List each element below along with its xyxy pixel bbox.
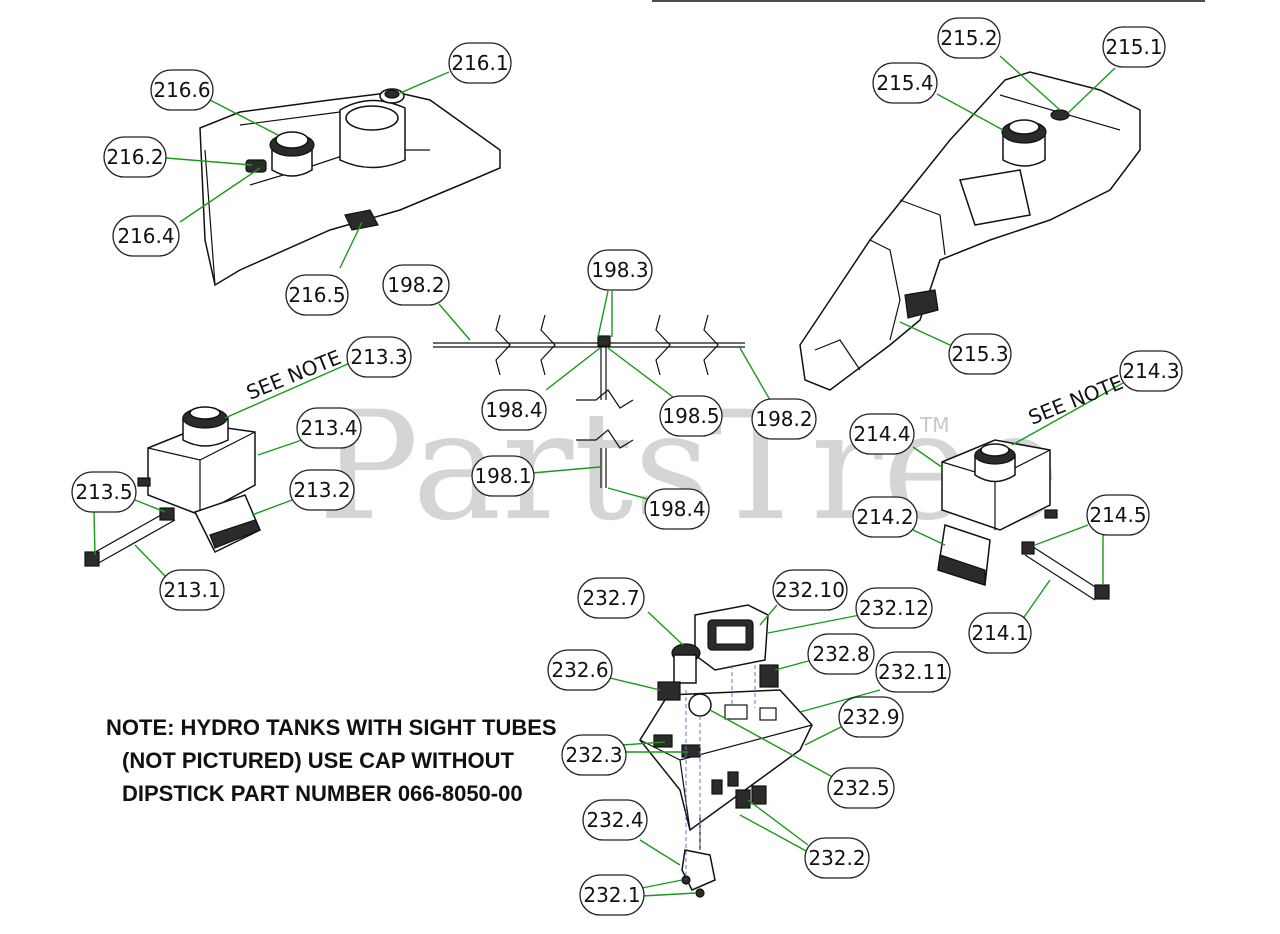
- callout-214-4[interactable]: 214.4: [849, 413, 915, 455]
- callout-label: 213.4: [300, 416, 357, 440]
- callout-198-1[interactable]: 198.1: [471, 455, 535, 497]
- callout-label: 213.2: [293, 478, 350, 502]
- callout-232-9[interactable]: 232.9: [838, 696, 904, 738]
- callout-232-4[interactable]: 232.4: [582, 799, 648, 841]
- callout-198-5[interactable]: 198.5: [659, 395, 723, 437]
- callout-216-2[interactable]: 216.2: [103, 136, 167, 178]
- callout-198-4-a[interactable]: 198.4: [481, 389, 547, 431]
- callout-label: 216.6: [153, 78, 210, 102]
- callout-label: 232.4: [586, 808, 643, 832]
- callout-label: 232.11: [878, 660, 948, 684]
- callout-label: 232.8: [812, 642, 869, 666]
- callout-label: 198.4: [485, 398, 542, 422]
- callout-label: 214.3: [1122, 359, 1179, 383]
- callout-214-2[interactable]: 214.2: [852, 496, 918, 538]
- control-panel-assembly: [639, 604, 813, 898]
- leader-lines: [93, 55, 1124, 897]
- callout-216-4[interactable]: 216.4: [112, 215, 180, 257]
- callout-213-2[interactable]: 213.2: [289, 469, 355, 511]
- note-line-2: (NOT PICTURED) USE CAP WITHOUT: [122, 748, 514, 773]
- callout-label: 215.4: [876, 71, 933, 95]
- callout-198-3[interactable]: 198.3: [587, 249, 653, 291]
- fuel-tank-right: [799, 71, 1141, 391]
- callout-215-1[interactable]: 215.1: [1102, 26, 1166, 68]
- callout-label: 232.1: [583, 883, 640, 907]
- callout-232-2[interactable]: 232.2: [804, 837, 870, 879]
- callout-label: 213.1: [163, 578, 220, 602]
- hydro-tank-right: [937, 439, 1110, 601]
- callout-198-2-a[interactable]: 198.2: [382, 264, 450, 306]
- note-line-1: NOTE: HYDRO TANKS WITH SIGHT TUBES: [106, 715, 557, 740]
- callout-label: 232.6: [551, 658, 608, 682]
- callout-label: 214.4: [853, 422, 910, 446]
- callout-232-6[interactable]: 232.6: [547, 649, 613, 691]
- callout-label: 198.4: [648, 497, 705, 521]
- callout-label: 213.5: [75, 480, 132, 504]
- note-line-3: DIPSTICK PART NUMBER 066-8050-00: [122, 781, 523, 806]
- callout-232-3[interactable]: 232.3: [561, 734, 627, 776]
- watermark-tm: TM: [919, 413, 949, 437]
- callout-label: 232.7: [582, 586, 639, 610]
- callout-label: 213.3: [350, 345, 407, 369]
- callout-214-5[interactable]: 214.5: [1086, 494, 1150, 536]
- callout-bubbles: 216.1 216.6 216.2 216.4 216.5 215.2 215.…: [71, 17, 1183, 916]
- callout-213-3[interactable]: 213.3: [346, 336, 412, 378]
- callout-216-5[interactable]: 216.5: [285, 274, 349, 316]
- callout-label: 232.2: [808, 846, 865, 870]
- callout-215-2[interactable]: 215.2: [937, 17, 1001, 59]
- callout-198-4-b[interactable]: 198.4: [644, 488, 710, 530]
- callout-213-1[interactable]: 213.1: [159, 569, 225, 611]
- callout-232-1[interactable]: 232.1: [579, 874, 645, 916]
- callout-label: 198.2: [755, 407, 812, 431]
- callout-232-8[interactable]: 232.8: [807, 633, 875, 675]
- callout-label: 216.2: [106, 145, 163, 169]
- hydro-tank-left: [84, 406, 261, 567]
- callout-label: 232.12: [859, 596, 929, 620]
- callout-214-1[interactable]: 214.1: [968, 612, 1032, 654]
- callout-label: 216.5: [288, 283, 345, 307]
- hose-assembly: [433, 314, 745, 488]
- callout-label: 232.3: [565, 743, 622, 767]
- callout-label: 214.2: [856, 505, 913, 529]
- callout-label: 232.10: [775, 578, 845, 602]
- callout-198-2-b[interactable]: 198.2: [751, 398, 817, 440]
- callout-label: 214.1: [971, 621, 1028, 645]
- callout-label: 215.3: [951, 342, 1008, 366]
- callout-label: 198.5: [662, 404, 719, 428]
- callout-216-6[interactable]: 216.6: [150, 69, 214, 111]
- note-block: NOTE: HYDRO TANKS WITH SIGHT TUBES (NOT …: [106, 715, 557, 806]
- callout-213-5[interactable]: 213.5: [71, 471, 137, 513]
- callout-213-4[interactable]: 213.4: [296, 407, 362, 449]
- callout-232-12[interactable]: 232.12: [855, 587, 933, 629]
- callout-label: 215.2: [940, 26, 997, 50]
- callout-232-11[interactable]: 232.11: [875, 651, 951, 693]
- callout-label: 216.1: [451, 51, 508, 75]
- callout-label: 215.1: [1105, 35, 1162, 59]
- callout-232-10[interactable]: 232.10: [772, 569, 848, 611]
- callout-label: 232.5: [832, 776, 889, 800]
- callout-label: 216.4: [117, 224, 174, 248]
- callout-label: 198.3: [591, 258, 648, 282]
- callout-215-3[interactable]: 215.3: [948, 333, 1012, 375]
- callout-label: 232.9: [842, 705, 899, 729]
- fuel-tank-left: [199, 88, 501, 287]
- callout-214-3[interactable]: 214.3: [1119, 350, 1183, 392]
- callout-label: 214.5: [1089, 503, 1146, 527]
- callout-label: 198.1: [474, 464, 531, 488]
- callout-232-5[interactable]: 232.5: [827, 767, 895, 809]
- callout-label: 198.2: [387, 273, 444, 297]
- callout-216-1[interactable]: 216.1: [448, 42, 512, 84]
- callout-232-7[interactable]: 232.7: [577, 577, 645, 619]
- callout-215-4[interactable]: 215.4: [872, 62, 938, 104]
